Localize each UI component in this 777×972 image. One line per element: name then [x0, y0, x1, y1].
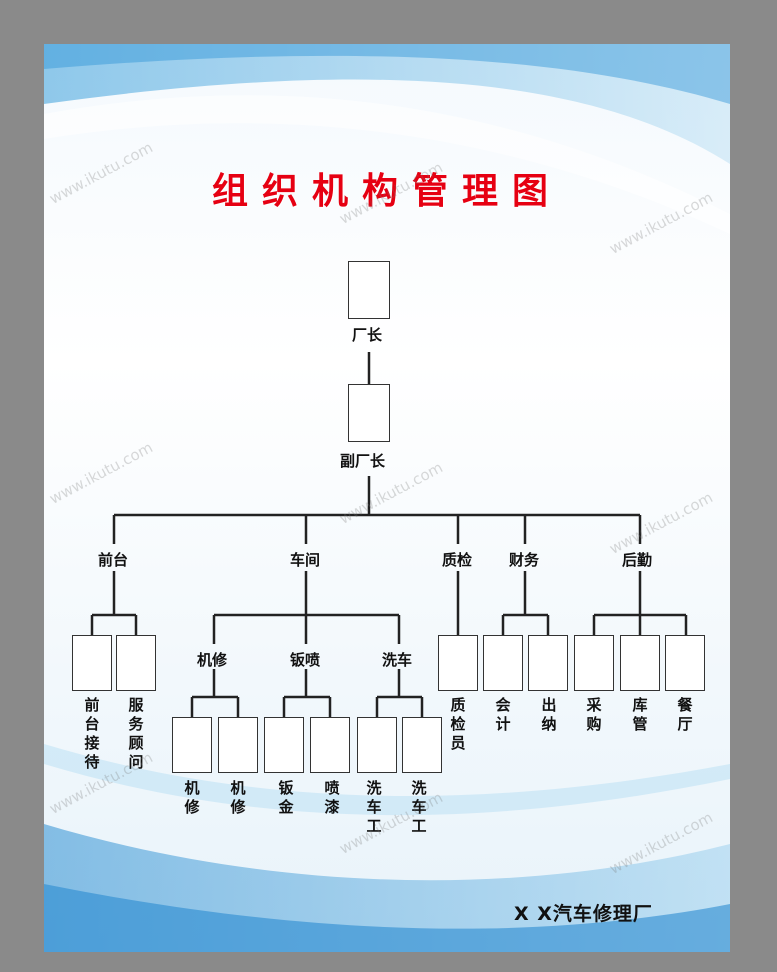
wash1-box: [357, 717, 397, 773]
advisor-label: 服务顾问: [128, 696, 144, 771]
storage-label: 库管: [632, 696, 648, 733]
sheet-label: 钣金: [278, 779, 294, 816]
mech1-label: 机修: [184, 779, 200, 816]
company-name: X X汽车修理厂: [514, 903, 653, 925]
reception-box: [72, 635, 112, 691]
deputy-label: 副厂长: [340, 452, 386, 470]
director-label: 厂长: [352, 326, 383, 344]
storage-box: [620, 635, 660, 691]
wash2-label: 洗车工: [411, 779, 427, 835]
mech2-label: 机修: [230, 779, 246, 816]
connector-lines: [90, 352, 688, 717]
purchase-box: [574, 635, 614, 691]
purchase-label: 采购: [586, 696, 602, 733]
wash1-label: 洗车工: [366, 779, 382, 835]
inspector-box: [438, 635, 478, 691]
front-label: 前台: [98, 551, 129, 569]
accountant-label: 会计: [495, 696, 511, 733]
poster: 组织机构管理图: [44, 44, 730, 952]
reception-label: 前台接待: [84, 696, 100, 771]
background-waves: [44, 44, 730, 952]
wash-label: 洗车: [382, 651, 413, 669]
canteen-box: [665, 635, 705, 691]
finance-label: 财务: [509, 551, 540, 569]
chart-title: 组织机构管理图: [211, 171, 562, 212]
canteen-label: 餐厅: [677, 696, 693, 733]
paint-label: 钣喷: [290, 651, 321, 669]
cashier-label: 出纳: [541, 696, 557, 733]
logistics-label: 后勤: [622, 551, 653, 569]
spray-label: 喷漆: [324, 779, 340, 816]
qc-label: 质检: [442, 551, 473, 569]
advisor-box: [116, 635, 156, 691]
cashier-box: [528, 635, 568, 691]
spray-box: [310, 717, 350, 773]
accountant-box: [483, 635, 523, 691]
workshop-label: 车间: [290, 551, 321, 569]
mech-label: 机修: [197, 651, 228, 669]
director-box: [348, 261, 390, 319]
mech1-box: [172, 717, 212, 773]
wash2-box: [402, 717, 442, 773]
sheet-box: [264, 717, 304, 773]
inspector-label: 质检员: [450, 696, 466, 752]
mech2-box: [218, 717, 258, 773]
deputy-box: [348, 384, 390, 442]
